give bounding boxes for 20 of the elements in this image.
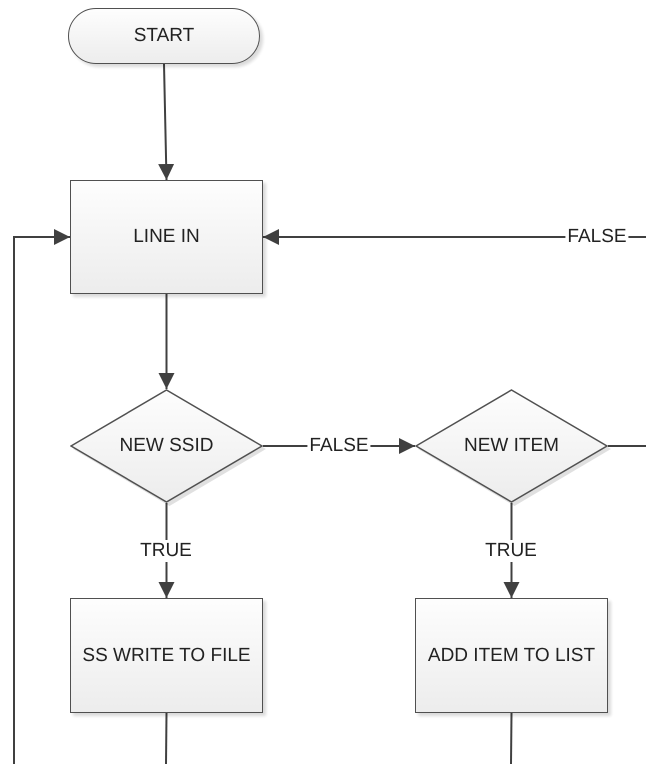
edge-label: TRUE [483, 540, 539, 562]
decision-diamond [70, 389, 263, 503]
connector-line [608, 445, 646, 447]
node-label: NEW ITEM [463, 434, 560, 458]
connector-line [165, 712, 168, 764]
start-terminator [68, 8, 260, 64]
edge-label: TRUE [138, 540, 194, 562]
node-label: SS WRITE TO FILE [81, 644, 252, 668]
node-label: START [132, 24, 196, 48]
node-label: NEW SSID [118, 434, 214, 458]
process-box [415, 598, 608, 713]
node-label: ADD ITEM TO LIST [426, 644, 596, 668]
arrow [158, 64, 174, 180]
node-label: LINE IN [132, 225, 201, 249]
arrow [13, 229, 70, 764]
connector-line [510, 712, 512, 764]
decision-diamond [415, 389, 608, 503]
arrow [158, 294, 174, 389]
process-box [70, 180, 263, 294]
process-box [70, 598, 263, 713]
